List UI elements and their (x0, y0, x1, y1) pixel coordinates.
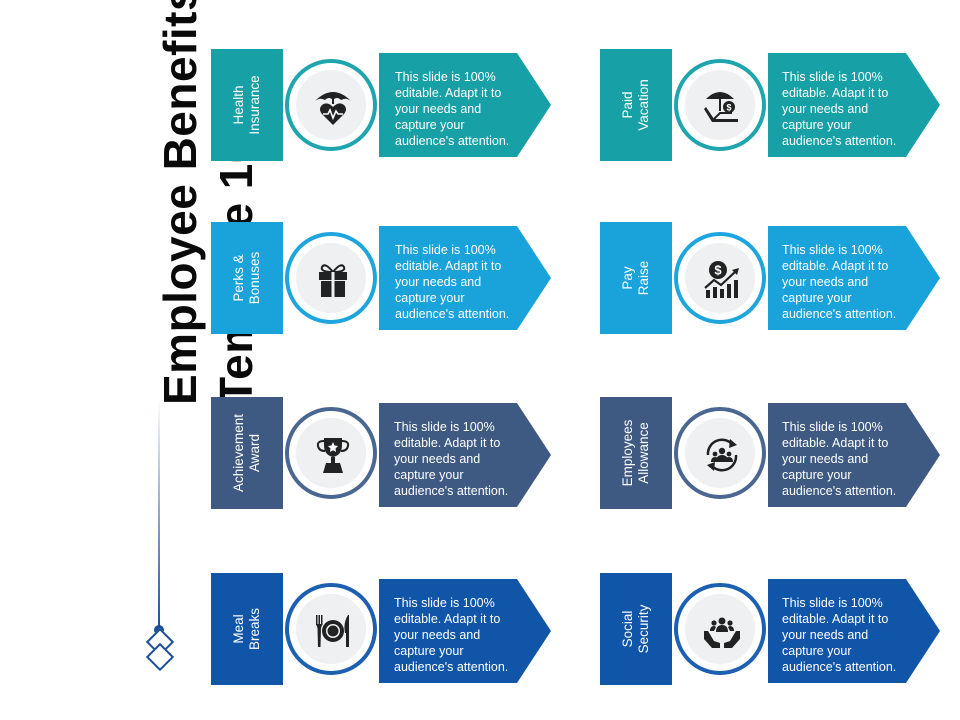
icon-ring (674, 407, 766, 499)
benefit-description: This slide is 100% editable. Adapt it to… (782, 596, 897, 674)
icon-ring: $ (674, 232, 766, 324)
icon-ring: $ (674, 59, 766, 151)
benefit-arrow (768, 403, 940, 507)
title-line-1: Employee Benefits (154, 0, 206, 405)
plate-cutlery-icon (316, 615, 349, 647)
svg-text:$: $ (714, 263, 722, 278)
icon-ring (285, 583, 377, 675)
benefit-label-box: Perks &Bonuses (211, 222, 283, 334)
benefit-arrow (768, 53, 940, 157)
icon-ring (285, 407, 377, 499)
benefit-description: This slide is 100% editable. Adapt it to… (782, 243, 897, 321)
benefit-description: This slide is 100% editable. Adapt it to… (394, 596, 509, 674)
icon-ring (674, 583, 766, 675)
benefit-description: This slide is 100% editable. Adapt it to… (782, 420, 897, 498)
svg-text:$: $ (726, 103, 731, 113)
benefit-arrow (768, 226, 940, 330)
benefit-description: This slide is 100% editable. Adapt it to… (395, 243, 510, 321)
benefit-arrow (379, 226, 551, 330)
benefit-label: Perks &Bonuses (231, 251, 262, 305)
people-cycle-icon (706, 438, 738, 472)
benefit-description: This slide is 100% editable. Adapt it to… (394, 420, 509, 498)
dollar-growth-icon: $ (704, 261, 739, 298)
umbrella-heart-icon (315, 92, 351, 125)
benefit-arrow (379, 403, 551, 507)
trophy-icon (316, 438, 350, 473)
benefit-description: This slide is 100% editable. Adapt it to… (782, 70, 897, 148)
decorative-line (158, 398, 160, 630)
title-area: Employee Benefits Template 10 (0, 0, 262, 720)
gift-icon (319, 264, 347, 297)
benefit-arrow (379, 53, 551, 157)
icon-ring (285, 232, 377, 324)
icon-ring (285, 59, 377, 151)
benefit-arrow (379, 579, 551, 683)
benefit-description: This slide is 100% editable. Adapt it to… (395, 70, 510, 148)
benefit-arrow (768, 579, 940, 683)
hands-people-icon (704, 617, 740, 648)
beach-chair-icon: $ (704, 92, 738, 122)
